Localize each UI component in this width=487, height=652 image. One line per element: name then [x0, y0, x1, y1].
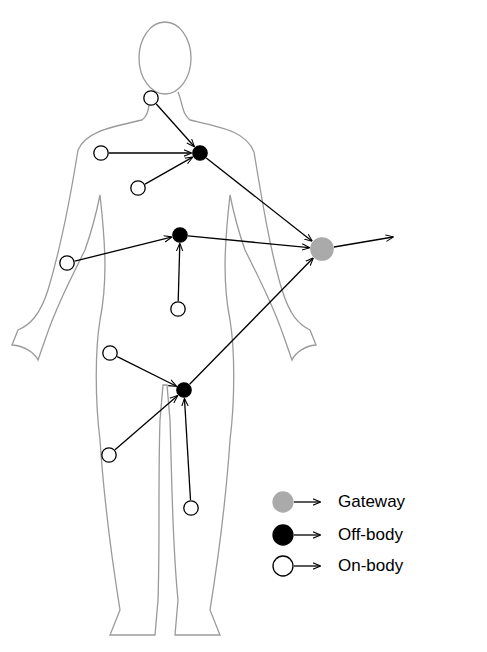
node-circle	[177, 383, 191, 397]
link-arrow	[206, 158, 311, 241]
head-outline	[139, 22, 191, 94]
node-circle	[103, 346, 117, 360]
node-circle	[311, 238, 333, 260]
on-body-sensor	[143, 90, 159, 106]
on-body-sensor	[93, 145, 109, 161]
on-body-sensor	[170, 301, 186, 317]
legend-label: Off-body	[338, 525, 403, 545]
gateway-uplink-arrow	[334, 237, 393, 247]
body-outline	[12, 22, 316, 635]
node-circle	[102, 448, 116, 462]
node-circle	[173, 228, 187, 242]
legend-arrow	[294, 501, 320, 502]
link-arrow	[115, 396, 177, 450]
node-outline	[183, 500, 199, 516]
link-arrow	[185, 399, 191, 500]
node-circle	[193, 146, 207, 160]
body-outline-path	[12, 92, 316, 635]
legend-arrow	[294, 534, 320, 535]
on-body-sensor	[183, 500, 199, 516]
node-outline	[192, 145, 208, 161]
node-outline	[143, 90, 159, 106]
link-arrow	[190, 258, 313, 384]
on-body-sensor	[59, 255, 75, 271]
legend-swatch	[273, 556, 293, 576]
link-arrow	[178, 244, 180, 301]
link-arrow	[145, 157, 192, 184]
link-arrow	[109, 152, 191, 153]
node-circle	[94, 146, 108, 160]
link-arrow	[188, 236, 309, 248]
on-body-sensor	[102, 345, 118, 361]
node-outline	[59, 255, 75, 271]
legend-label: Gateway	[338, 492, 405, 512]
link-arrow	[75, 237, 172, 261]
node-circle	[171, 302, 185, 316]
node-circle	[144, 91, 158, 105]
node-outline	[310, 237, 334, 261]
link-arrow	[117, 357, 176, 386]
legend-swatch	[273, 492, 293, 512]
node-outline	[102, 345, 118, 361]
node-outline	[101, 447, 117, 463]
legend-arrow	[294, 565, 320, 566]
link-arrow	[156, 104, 194, 146]
node-circle	[60, 256, 74, 270]
off-body-node	[192, 145, 208, 161]
legend-label: On-body	[338, 556, 403, 576]
legend-swatch	[273, 525, 293, 545]
on-body-sensor	[101, 447, 117, 463]
gateway-node	[310, 237, 334, 261]
node-circle	[131, 181, 145, 195]
node-outline	[176, 382, 192, 398]
node-outline	[170, 301, 186, 317]
node-outline	[93, 145, 109, 161]
node-outline	[172, 227, 188, 243]
off-body-node	[176, 382, 192, 398]
node-outline	[130, 180, 146, 196]
on-body-sensor	[130, 180, 146, 196]
node-circle	[184, 501, 198, 515]
off-body-node	[172, 227, 188, 243]
